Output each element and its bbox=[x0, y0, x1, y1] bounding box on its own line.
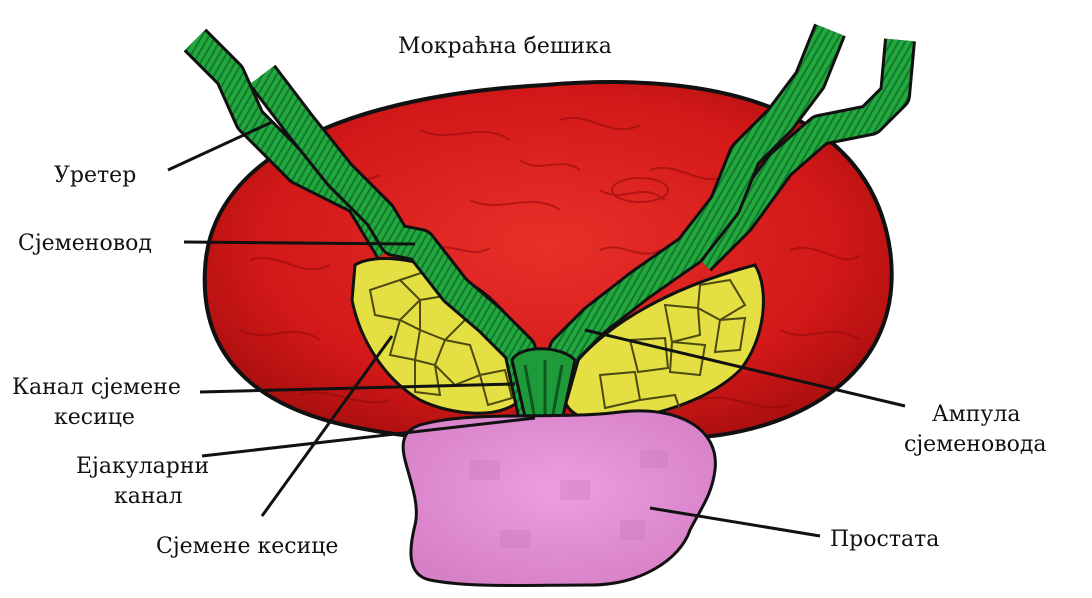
label-seminal-duct-line2: кесице bbox=[54, 405, 135, 431]
label-seminal-duct-line1: Канал сјемене bbox=[12, 375, 181, 401]
label-ampulla-line1: Ампула bbox=[932, 402, 1020, 428]
label-ureter: Уретер bbox=[54, 163, 136, 189]
label-prostate: Простата bbox=[830, 527, 939, 553]
label-ejaculatory-line2: канал bbox=[114, 484, 183, 510]
label-seminal-vesicles: Сјемене кесице bbox=[156, 534, 338, 560]
prostate bbox=[403, 411, 715, 586]
label-ejaculatory-line1: Ејакуларни bbox=[76, 454, 209, 480]
leader-vas-deferens bbox=[184, 242, 415, 244]
label-ampulla-line2: сјеменовода bbox=[904, 432, 1047, 458]
label-bladder: Мокраћна бешика bbox=[398, 34, 612, 60]
label-vas-deferens: Сјеменовод bbox=[18, 231, 152, 257]
